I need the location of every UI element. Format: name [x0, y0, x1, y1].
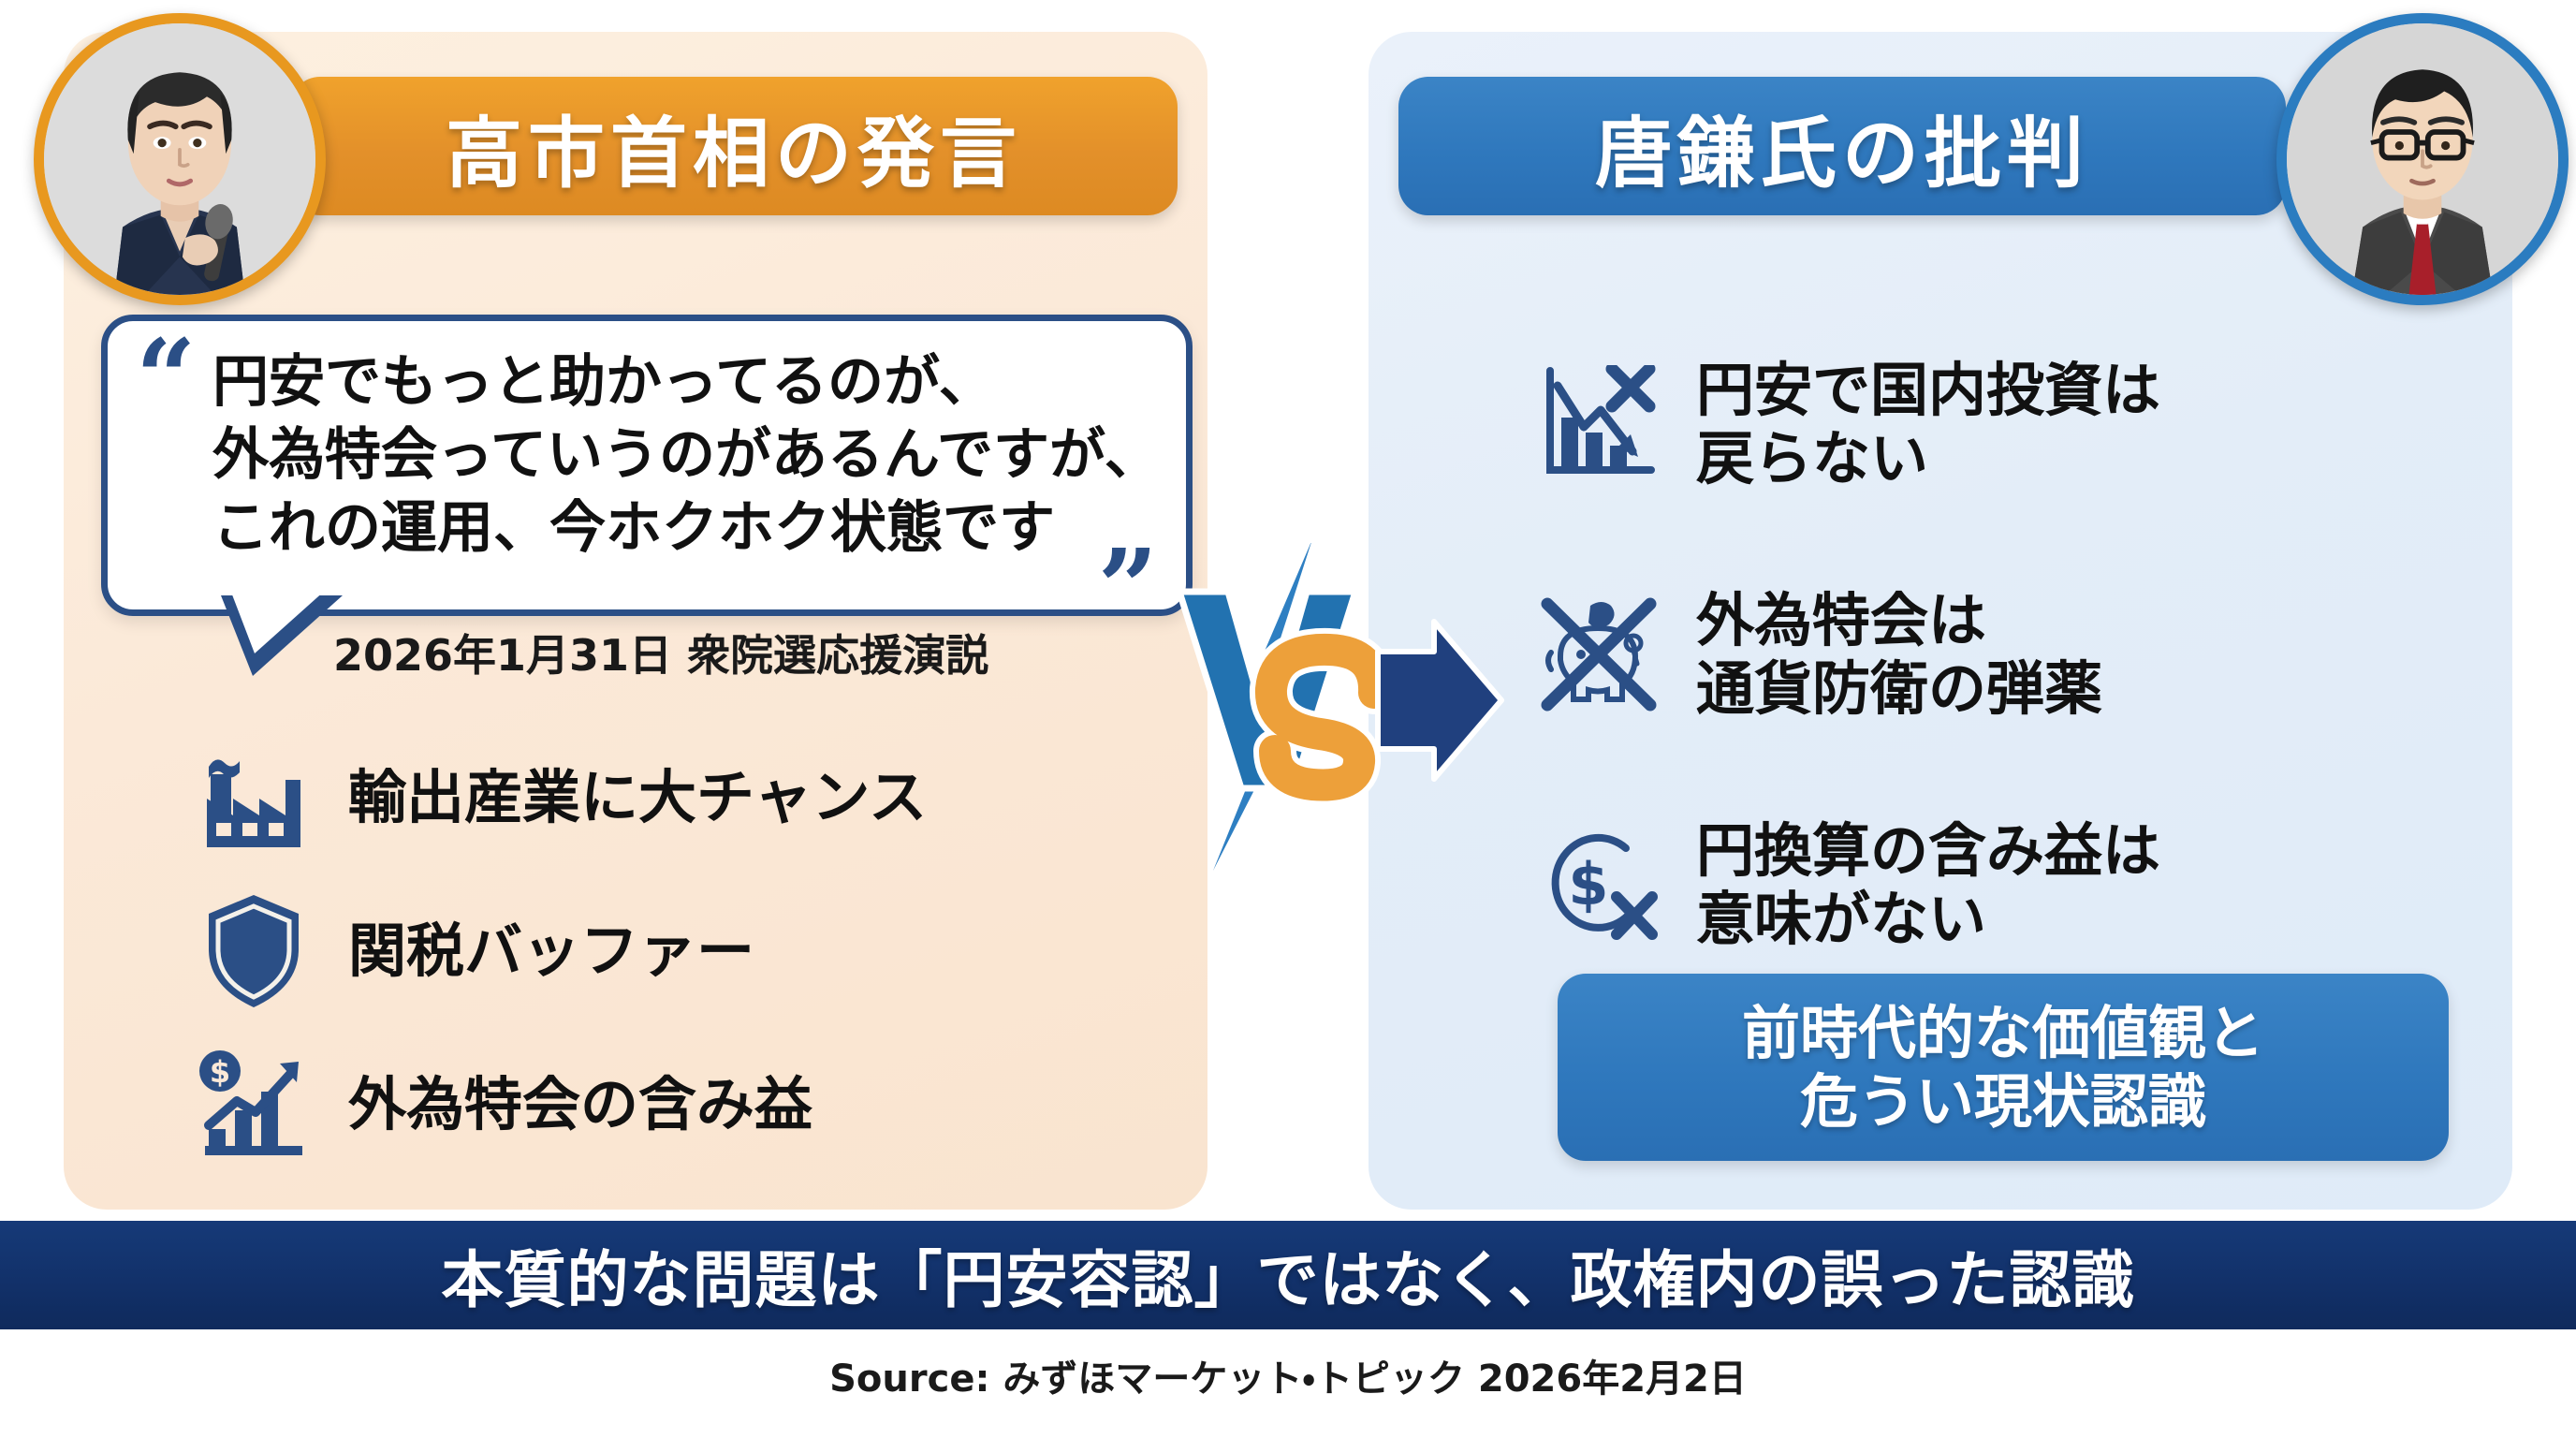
right-arrow-icon	[1375, 619, 1504, 782]
list-item-label: 円換算の含み益は 意味がない	[1696, 815, 2161, 953]
piggy-bank-crossed-icon	[1531, 589, 1672, 720]
list-item-label: 外為特会の含み益	[348, 1070, 813, 1139]
svg-text:$: $	[1568, 850, 1608, 918]
versus-badge	[1161, 543, 1554, 871]
banner-text: 本質的な問題は「円安容認」ではなく、政権内の誤った認識	[441, 1244, 2135, 1316]
quote-text: 円安でもっと助かってるのが、 外為特会っていうのがあるんですが、 これの運用、今…	[212, 345, 1161, 565]
source-note: Source: みずほマーケット・トピック 2026年2月2日	[829, 1357, 1747, 1401]
list-item: 輸出産業に大チャンス	[183, 721, 1157, 874]
quote-line: これの運用、今ホクホク状態です	[212, 495, 1055, 561]
quote-line: 外為特会っていうのがあるんですが、	[212, 422, 1161, 488]
list-item-label: 輸出産業に大チャンス	[348, 763, 928, 832]
list-item-label: 外為特会は 通貨防衛の弾薬	[1696, 585, 2103, 723]
left-points-list: 輸出産業に大チャンス 関税バッファー $	[183, 721, 1157, 1181]
svg-text:$: $	[210, 1054, 230, 1090]
conclusion-box: 前時代的な価値観と 危うい現状認識	[1558, 974, 2449, 1161]
karakama-avatar	[2276, 13, 2569, 305]
declining-chart-x-icon	[1531, 359, 1672, 490]
bottom-banner: 本質的な問題は「円安容認」ではなく、政権内の誤った認識	[0, 1221, 2576, 1329]
quote-bubble-tail-inner	[230, 590, 326, 653]
right-points-list: 円安で国内投資は 戻らない 外為特会は 通貨防衛の弾薬	[1531, 309, 2505, 1000]
right-panel-header: 唐鎌氏の批判	[1398, 77, 2286, 215]
left-panel-title: 高市首相の発言	[445, 109, 1022, 198]
list-item: $ 外為特会の含み益	[183, 1028, 1157, 1181]
shield-icon	[183, 886, 324, 1017]
right-panel-title: 唐鎌氏の批判	[1594, 109, 2089, 198]
close-quote-icon: ”	[1097, 527, 1158, 650]
open-quote-icon: “	[136, 317, 197, 440]
list-item: $ 円換算の含み益は 意味がない	[1531, 770, 2505, 1000]
left-panel-header: 高市首相の発言	[290, 77, 1178, 215]
list-item: 外為特会は 通貨防衛の弾薬	[1531, 539, 2505, 770]
quote-caption: 2026年1月31日 衆院選応援演説	[333, 630, 989, 681]
quote-bubble: “ ” 円安でもっと助かってるのが、 外為特会っていうのがあるんですが、 これの…	[101, 315, 1193, 641]
list-item: 円安で国内投資は 戻らない	[1531, 309, 2505, 539]
factory-icon	[183, 732, 324, 863]
list-item: 関税バッファー	[183, 874, 1157, 1028]
quote-line: 円安でもっと助かってるのが、	[212, 349, 995, 415]
dollar-circle-x-icon: $	[1531, 819, 1672, 950]
vs-s-letter	[1250, 627, 1397, 807]
dollar-growth-chart-icon: $	[183, 1039, 324, 1170]
conclusion-text: 前時代的な価値観と 危うい現状認識	[1741, 998, 2264, 1136]
list-item-label: 円安で国内投資は 戻らない	[1696, 355, 2161, 492]
takaichi-avatar	[34, 13, 326, 305]
list-item-label: 関税バッファー	[348, 917, 755, 986]
